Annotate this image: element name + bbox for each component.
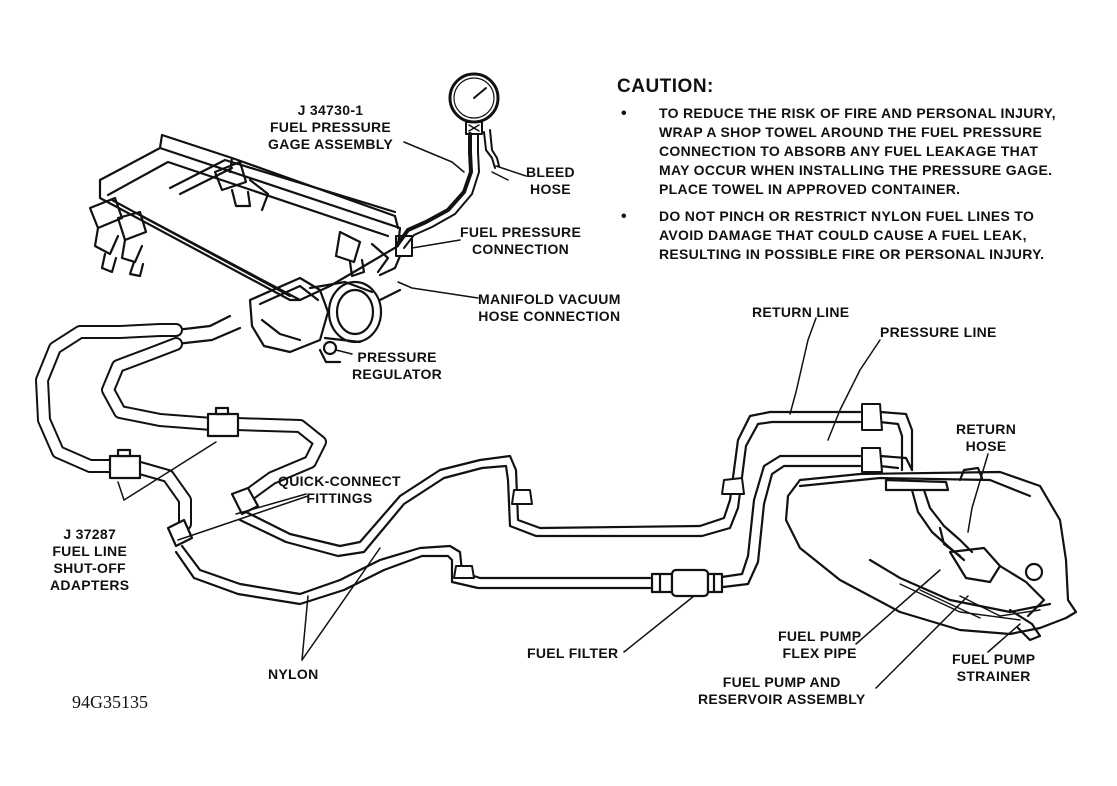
label-pump-strainer: FUEL PUMP STRAINER: [952, 651, 1036, 684]
caution-line: WRAP A SHOP TOWEL AROUND THE FUEL PRESSU…: [659, 124, 1043, 140]
label-bleed-hose: BLEED HOSE: [526, 164, 575, 197]
fuel-tank: [784, 466, 1078, 642]
label-pressure-line: PRESSURE LINE: [880, 324, 997, 340]
label-return-hose: RETURN HOSE: [956, 421, 1017, 454]
label-manifold-vacuum: MANIFOLD VACUUM HOSE CONNECTION: [478, 291, 621, 324]
fuel-rail-assembly: [88, 133, 413, 302]
caution-line: PLACE TOWEL IN APPROVED CONTAINER.: [659, 181, 961, 197]
line-clips: [453, 403, 883, 579]
caution-block: CAUTION: • TO REDUCE THE RISK OF FIRE AN…: [617, 76, 1087, 272]
caution-item-towel: • TO REDUCE THE RISK OF FIRE AND PERSONA…: [617, 104, 1087, 199]
caution-title: CAUTION:: [617, 76, 714, 97]
rail-hoses: [35, 323, 327, 531]
nylon-fuel-lines: [174, 410, 914, 606]
caution-line: AVOID DAMAGE THAT COULD CAUSE A FUEL LEA…: [659, 227, 1027, 243]
label-pressure-regulator: PRESSURE REGULATOR: [352, 349, 443, 382]
label-nylon: NYLON: [268, 666, 319, 682]
caution-line: CONNECTION TO ABSORB ANY FUEL LEAKAGE TH…: [659, 143, 1039, 159]
label-pump-reservoir-assembly: FUEL PUMP AND RESERVOIR ASSEMBLY: [698, 674, 866, 707]
caution-line: MAY OCCUR WHEN INSTALLING THE PRESSURE G…: [659, 162, 1053, 178]
label-fuel-filter: FUEL FILTER: [527, 645, 619, 661]
shut-off-adapters: [108, 406, 240, 480]
label-return-line: RETURN LINE: [752, 304, 850, 320]
caution-line: DO NOT PINCH OR RESTRICT NYLON FUEL LINE…: [659, 208, 1035, 224]
caution-line: TO REDUCE THE RISK OF FIRE AND PERSONAL …: [659, 105, 1056, 121]
quick-connect-fittings: [166, 486, 260, 548]
pressure-gage: [396, 72, 509, 249]
caution-line: RESULTING IN POSSIBLE FIRE OR PERSONAL I…: [659, 246, 1045, 262]
label-gage-assembly: J 34730-1 FUEL PRESSURE GAGE ASSEMBLY: [268, 102, 393, 152]
figure-id: 94G35135: [72, 692, 148, 712]
bullet-icon: •: [621, 105, 627, 122]
label-quick-connect: QUICK-CONNECT FITTINGS: [278, 473, 401, 506]
label-fuel-pressure-connection: FUEL PRESSURE CONNECTION: [460, 224, 582, 257]
bullet-icon: •: [621, 208, 627, 225]
label-flex-pipe: FUEL PUMP FLEX PIPE: [778, 628, 862, 661]
leader-lines: [117, 141, 1021, 689]
fuel-filter: [650, 568, 724, 598]
pressure-regulator: [174, 276, 402, 364]
caution-item-nylon: • DO NOT PINCH OR RESTRICT NYLON FUEL LI…: [617, 207, 1087, 264]
label-shut-off-adapters: J 37287 FUEL LINE SHUT-OFF ADAPTERS: [50, 526, 130, 593]
